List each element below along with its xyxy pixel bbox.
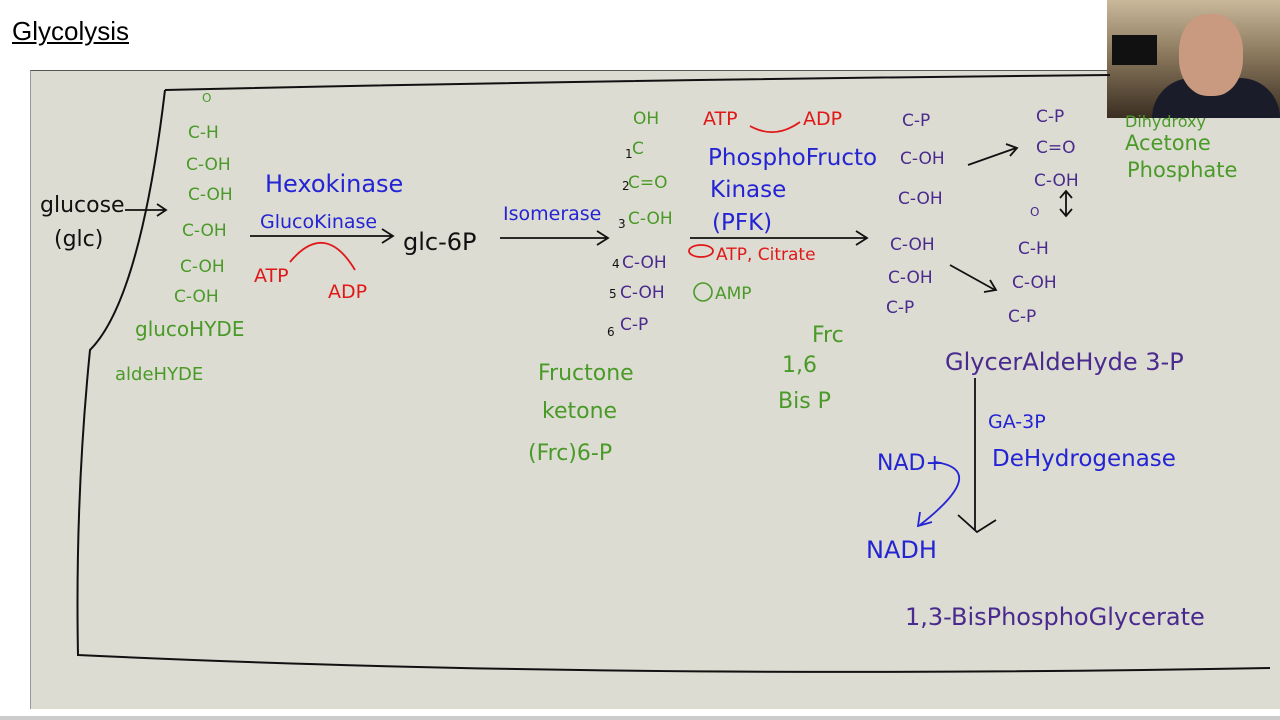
svg-text:5: 5 <box>609 287 617 301</box>
svg-text:C-OH: C-OH <box>898 189 943 209</box>
isomerase-label: Isomerase <box>503 203 601 225</box>
presenter-face <box>1179 14 1243 96</box>
svg-text:C-OH: C-OH <box>1034 171 1079 191</box>
svg-text:OH: OH <box>633 109 659 129</box>
activator-label: AMP <box>715 284 752 304</box>
pfk-label-3: (PFK) <box>712 210 772 236</box>
fructone-label: Fructone <box>538 361 634 386</box>
frc16bp-label-1: Frc <box>812 323 844 348</box>
svg-text:C-P: C-P <box>902 111 930 131</box>
frc16bp-label-2: 1,6 <box>782 353 817 378</box>
svg-text:C-OH: C-OH <box>174 287 219 307</box>
dhap-chain: C-P C=O C-OH <box>1034 107 1079 191</box>
piano-background <box>1112 35 1157 65</box>
svg-text:6: 6 <box>607 325 615 339</box>
dhap-label-1: Dihydroxy <box>1125 112 1206 131</box>
svg-text:O: O <box>1030 205 1039 219</box>
dhap-label-3: Phosphate <box>1127 158 1237 182</box>
svg-text:C=O: C=O <box>1036 138 1076 158</box>
gap-chain: O C-H C-OH C-P <box>1008 205 1057 327</box>
atp-label: ATP <box>254 265 289 287</box>
gap-label: GlycerAldeHyde 3-P <box>945 348 1184 376</box>
dhap-label-2: Acetone <box>1125 131 1211 155</box>
board-outline <box>76 74 1271 673</box>
svg-text:C-H: C-H <box>188 123 219 143</box>
svg-text:C-OH: C-OH <box>900 149 945 169</box>
svg-text:C: C <box>632 139 644 159</box>
pfk-label-2: Kinase <box>710 177 786 203</box>
inhibitor-minus-icon <box>688 244 714 258</box>
svg-text:4: 4 <box>612 257 620 271</box>
svg-text:C-P: C-P <box>886 298 914 318</box>
glucose-label: glucose <box>40 193 125 218</box>
reaction-arrow <box>250 228 395 244</box>
pfk-label-1: PhosphoFructo <box>708 145 877 171</box>
glucohyde-label: glucoHYDE <box>135 317 244 341</box>
svg-text:C-OH: C-OH <box>1012 273 1057 293</box>
atp-adp-arrow <box>289 242 356 271</box>
f16bp-chain: C-P C-OH C-OH C-OH C-OH C-P <box>886 111 945 318</box>
glc6p-label: glc-6P <box>403 228 477 256</box>
glucokinase-label: GlucoKinase <box>260 211 377 233</box>
inhibitors-label: ATP, Citrate <box>716 245 816 265</box>
bpg-label: 1,3-BisPhosphoGlycerate <box>905 603 1205 631</box>
svg-text:C-OH: C-OH <box>628 209 673 229</box>
ketone-label: ketone <box>542 399 617 424</box>
reaction-arrow <box>957 378 997 534</box>
svg-text:3: 3 <box>618 217 626 231</box>
isomerization-arrow <box>1059 189 1073 218</box>
svg-text:C-P: C-P <box>1008 307 1036 327</box>
hexokinase-label: Hexokinase <box>265 170 403 198</box>
atp-label: ATP <box>703 108 738 130</box>
adp-label: ADP <box>803 108 842 130</box>
nad-label: NAD+ <box>877 451 944 476</box>
split-arrows <box>949 143 1019 293</box>
svg-text:C-OH: C-OH <box>620 283 665 303</box>
svg-text:C=O: C=O <box>628 173 668 193</box>
reaction-arrow <box>500 230 610 246</box>
svg-text:1: 1 <box>625 147 633 161</box>
ga3p-dh-label-2: DeHydrogenase <box>992 446 1176 472</box>
svg-text:C-OH: C-OH <box>188 185 233 205</box>
glucose-chain: O C-H C-OH C-OH C-OH C-OH C-OH <box>174 91 233 307</box>
arrow <box>125 203 168 217</box>
aldehyde-label: aldeHYDE <box>115 364 203 385</box>
nadh-label: NADH <box>866 536 937 564</box>
svg-text:C-OH: C-OH <box>180 257 225 277</box>
presenter-webcam <box>1107 0 1280 118</box>
svg-text:C-P: C-P <box>1036 107 1064 127</box>
svg-text:C-OH: C-OH <box>888 268 933 288</box>
slide-title: Glycolysis <box>12 16 130 46</box>
frc6p-label: (Frc)6-P <box>528 441 612 466</box>
bottom-bar <box>0 716 1280 720</box>
frc16bp-label-3: Bis P <box>778 389 831 414</box>
fructose-chain: OH C C=O C-OH C-OH C-OH C-P 1 2 3 4 5 6 <box>607 109 673 339</box>
ga3p-dh-label-1: GA-3P <box>988 411 1046 433</box>
atp-adp-arrow <box>749 121 801 133</box>
svg-text:2: 2 <box>622 179 630 193</box>
svg-text:C-OH: C-OH <box>890 235 935 255</box>
activator-plus-icon <box>693 282 713 302</box>
whiteboard <box>30 70 1280 709</box>
svg-text:C-OH: C-OH <box>186 155 231 175</box>
svg-text:O: O <box>202 91 211 105</box>
glucose-abbr: (glc) <box>54 227 103 252</box>
svg-text:C-H: C-H <box>1018 239 1049 259</box>
adp-label: ADP <box>328 281 367 303</box>
svg-text:C-OH: C-OH <box>182 221 227 241</box>
svg-text:C-P: C-P <box>620 315 648 335</box>
reaction-arrow <box>690 230 869 246</box>
nad-nadh-arrow <box>916 461 961 528</box>
svg-text:C-OH: C-OH <box>622 253 667 273</box>
